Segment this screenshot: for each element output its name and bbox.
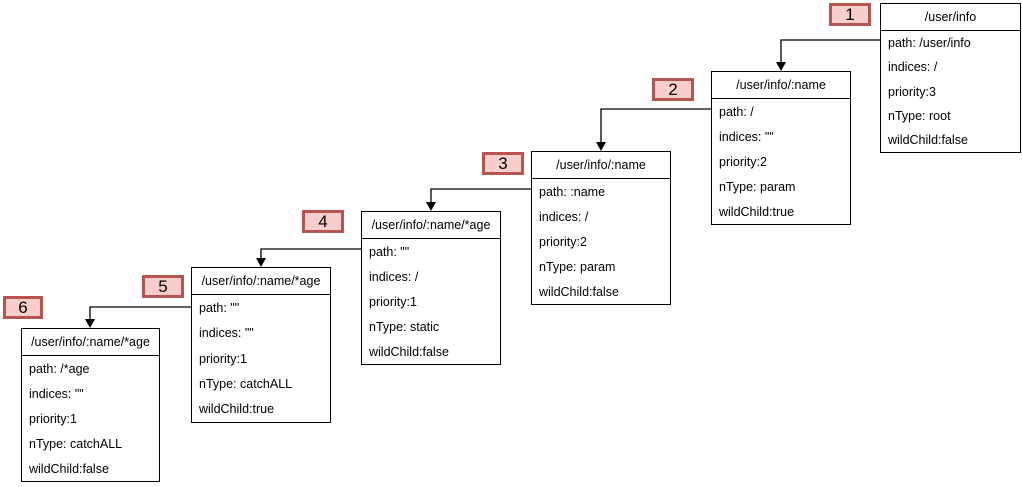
node-field-indices: indices: / xyxy=(369,269,419,284)
node-box-2: /user/info/:name path: / indices: "" pri… xyxy=(711,71,851,225)
node-field-wildchild: wildChild:false xyxy=(539,284,619,299)
node-field-path: path: /*age xyxy=(29,361,90,376)
arrowhead-icon xyxy=(256,258,266,267)
node-box-4: /user/info/:name/*age path: "" indices: … xyxy=(361,211,501,365)
node-field-ntype: nType: param xyxy=(719,179,796,194)
node-fields: path: "" indices: / priority:1 nType: st… xyxy=(362,239,500,364)
node-field-ntype: nType: catchALL xyxy=(199,376,293,391)
node-fields: path: "" indices: "" priority:1 nType: c… xyxy=(192,295,330,422)
node-field-priority: priority:1 xyxy=(369,294,417,309)
node-field-ntype: nType: catchALL xyxy=(29,436,123,451)
step-badge-3: 3 xyxy=(482,152,524,175)
node-field-priority: priority:1 xyxy=(199,351,247,366)
node-field-wildchild: wildChild:false xyxy=(369,344,449,359)
node-field-ntype: nType: root xyxy=(888,108,951,123)
node-field-priority: priority:2 xyxy=(719,154,767,169)
node-title: /user/info xyxy=(881,4,1020,31)
node-field-wildchild: wildChild:false xyxy=(888,132,968,147)
node-box-1: /user/info path: /user/info indices: / p… xyxy=(880,3,1021,153)
node-fields: path: /*age indices: "" priority:1 nType… xyxy=(22,356,159,481)
step-badge-6: 6 xyxy=(3,296,43,319)
node-fields: path: / indices: "" priority:2 nType: pa… xyxy=(712,99,850,224)
arrowhead-icon xyxy=(776,62,786,71)
node-field-wildchild: wildChild:true xyxy=(719,204,795,219)
node-field-indices: indices: "" xyxy=(719,129,774,144)
node-field-ntype: nType: static xyxy=(369,319,440,334)
arrowhead-icon xyxy=(85,319,95,328)
node-field-path: path: "" xyxy=(369,244,410,259)
node-field-wildchild: wildChild:true xyxy=(199,402,275,417)
step-badge-4: 4 xyxy=(302,210,344,233)
node-field-priority: priority:1 xyxy=(29,411,77,426)
connector-1-2 xyxy=(780,39,880,62)
node-field-path: path: /user/info xyxy=(888,36,971,51)
connector-5-6 xyxy=(89,306,191,319)
node-title: /user/info/:name xyxy=(532,152,670,179)
connector-3-4 xyxy=(430,188,531,202)
node-fields: path: :name indices: / priority:2 nType:… xyxy=(532,179,670,304)
node-field-wildchild: wildChild:false xyxy=(29,461,109,476)
arrowhead-icon xyxy=(426,202,436,211)
step-badge-1: 1 xyxy=(829,3,871,26)
node-box-5: /user/info/:name/*age path: "" indices: … xyxy=(191,267,331,423)
node-field-path: path: :name xyxy=(539,184,606,199)
node-title: /user/info/:name xyxy=(712,72,850,99)
step-badge-2: 2 xyxy=(652,78,694,101)
arrowhead-icon xyxy=(596,142,606,151)
node-field-indices: indices: "" xyxy=(199,326,254,341)
node-box-6: /user/info/:name/*age path: /*age indice… xyxy=(21,328,160,482)
node-title: /user/info/:name/*age xyxy=(22,329,159,356)
step-badge-5: 5 xyxy=(142,275,184,298)
node-title: /user/info/:name/*age xyxy=(192,268,330,295)
node-field-path: path: "" xyxy=(199,300,240,315)
node-field-indices: indices: "" xyxy=(29,386,84,401)
node-fields: path: /user/info indices: / priority:3 n… xyxy=(881,31,1020,152)
node-field-indices: indices: / xyxy=(539,209,589,224)
node-field-indices: indices: / xyxy=(888,60,938,75)
node-field-priority: priority:2 xyxy=(539,234,587,249)
connector-4-5 xyxy=(260,248,361,258)
node-box-3: /user/info/:name path: :name indices: / … xyxy=(531,151,671,305)
connector-2-3 xyxy=(600,108,711,142)
node-field-ntype: nType: param xyxy=(539,259,616,274)
node-title: /user/info/:name/*age xyxy=(362,212,500,239)
node-field-path: path: / xyxy=(719,104,754,119)
node-field-priority: priority:3 xyxy=(888,84,936,99)
